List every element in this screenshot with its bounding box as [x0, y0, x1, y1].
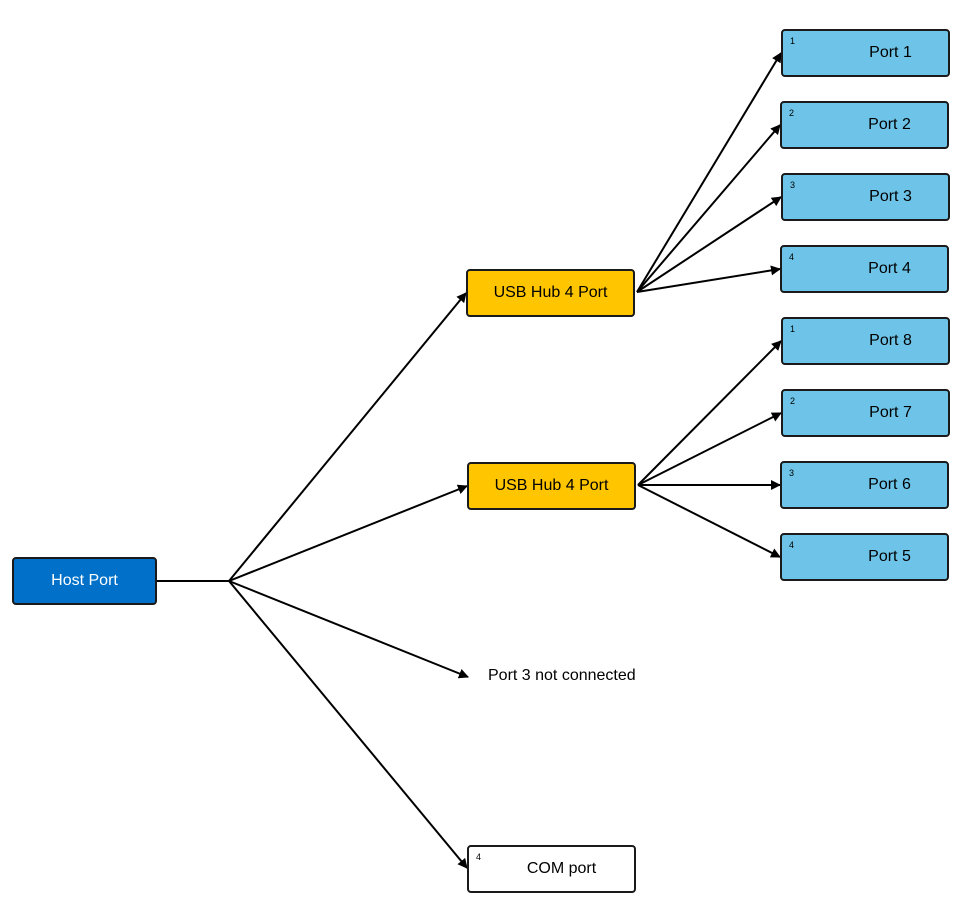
- port-8-number: 1: [790, 324, 796, 334]
- port-7-number: 2: [790, 396, 796, 406]
- arrow-host-to-port3: [228, 580, 469, 679]
- port-2-node: 2 Port 2: [780, 101, 949, 149]
- com-port-number: 4: [476, 852, 482, 862]
- port-3-number: 3: [790, 180, 796, 190]
- arrow-hub2-to-port7: [637, 412, 782, 486]
- port-5-node: 4 Port 5: [780, 533, 949, 581]
- port-4-node: 4 Port 4: [780, 245, 949, 293]
- usb-hub-node-1: USB Hub 4 Port: [466, 269, 635, 317]
- arrow-host-to-com: [228, 580, 468, 869]
- port-7-label: Port 7: [869, 404, 912, 421]
- port-2-number: 2: [789, 108, 795, 118]
- port-3-not-connected-label: Port 3 not connected: [488, 667, 636, 684]
- host-port-node: Host Port: [12, 557, 157, 605]
- usb-hub-label-1: USB Hub 4 Port: [493, 284, 608, 301]
- arrow-hub1-to-port1: [636, 52, 782, 293]
- port-6-node: 3 Port 6: [780, 461, 949, 509]
- usb-hub-node-2: USB Hub 4 Port: [467, 462, 636, 510]
- arrow-hub2-to-port5: [637, 484, 781, 558]
- port-6-label: Port 6: [868, 476, 911, 493]
- port-8-label: Port 8: [869, 332, 912, 349]
- arrow-hub1-to-port4: [636, 265, 781, 293]
- usb-hub-label-2: USB Hub 4 Port: [494, 477, 609, 494]
- arrow-hub1-to-port2: [636, 124, 781, 293]
- port-5-number: 4: [789, 540, 795, 550]
- port-4-number: 4: [789, 252, 795, 262]
- port-2-label: Port 2: [868, 116, 911, 133]
- arrow-host-to-hub2: [228, 484, 468, 582]
- port-8-node: 1 Port 8: [781, 317, 950, 365]
- arrow-host-to-hub1: [228, 292, 467, 582]
- port-7-node: 2 Port 7: [781, 389, 950, 437]
- port-6-number: 3: [789, 468, 795, 478]
- port-5-label: Port 5: [868, 548, 911, 565]
- host-port-label: Host Port: [51, 572, 118, 589]
- port-4-label: Port 4: [868, 260, 911, 277]
- port-1-label: Port 1: [869, 44, 912, 61]
- com-port-node: 4 COM port: [467, 845, 636, 893]
- port-3-label: Port 3: [869, 188, 912, 205]
- port-1-node: 1 Port 1: [781, 29, 950, 77]
- port-3-node: 3 Port 3: [781, 173, 950, 221]
- arrow-hub2-to-port8: [637, 340, 782, 486]
- com-port-label: COM port: [526, 860, 597, 877]
- arrow-hub1-to-port3: [636, 196, 782, 293]
- port-1-number: 1: [790, 36, 796, 46]
